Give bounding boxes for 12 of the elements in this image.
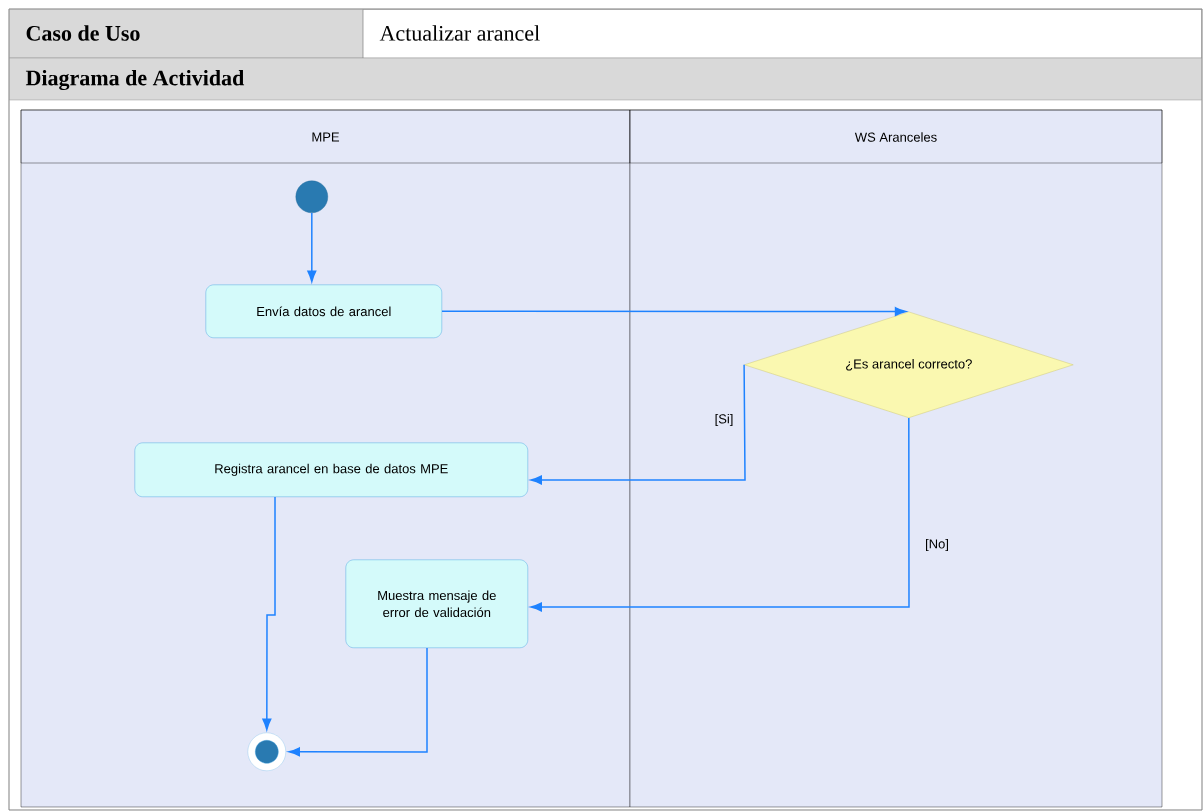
action-box: Registra arancel en base de datos MPE: [134, 442, 528, 497]
initial-node: [295, 180, 328, 213]
arrow: [530, 364, 746, 485]
arrow: [441, 307, 907, 317]
arrow: [288, 647, 428, 757]
arrow: [307, 212, 317, 283]
action-box: Muestra mensaje de error de validación: [345, 559, 528, 648]
arrow: [530, 417, 910, 612]
action-box: Envía datos de arancel: [205, 284, 442, 338]
arrow: [262, 496, 276, 731]
final-node: [247, 732, 286, 771]
header-cell: Caso de Uso: [9, 9, 364, 59]
